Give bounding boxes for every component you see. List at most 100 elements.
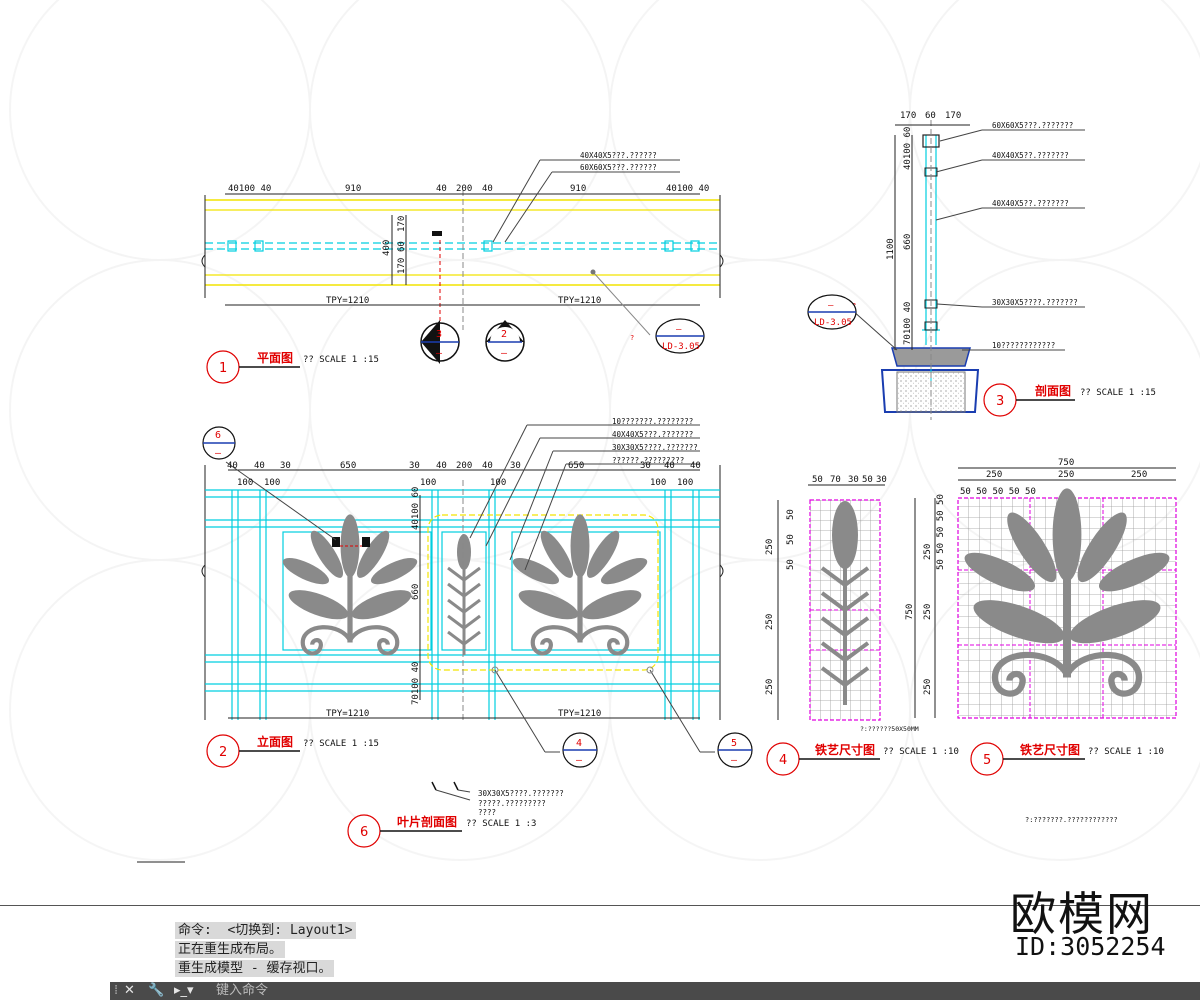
svg-text:?? SCALE 1 :15: ?? SCALE 1 :15 [1080,388,1156,398]
svg-text:—: — [215,448,222,459]
iron4-dim-50a: 50 [812,475,823,485]
plan-ld-reference[interactable]: ? — LD-3.05 [630,318,705,354]
elev-dim-40f: 40 [690,461,701,471]
svg-text:铁艺尺寸图: 铁艺尺寸图 [815,742,875,757]
elev-sub-100e: 100 [650,478,666,488]
iron4-dim-70: 70 [830,475,841,485]
section-title-block: 3 剖面图 ?? SCALE 1 :15 [983,383,1156,417]
svg-text:2: 2 [219,745,227,760]
iron5-dim-250c: 250 [1131,470,1147,480]
svg-text:?? SCALE 1 :10: ?? SCALE 1 :10 [1088,747,1164,757]
iron4-dim-250c: 250 [765,679,775,695]
leaf-section-detail [431,781,471,801]
plan-section-marker-2[interactable]: 2 — [485,320,525,362]
svg-text:4: 4 [779,753,787,768]
plan-section-marker-3[interactable]: 3 — [420,320,460,364]
elev-dim-40d: 40 [482,461,493,471]
plan-dim-170b: 170 [397,258,407,274]
elev-callout-4: ??????.????????? [612,456,684,465]
elev-sub-100a: 100 [237,478,253,488]
elev-dim-30b: 30 [409,461,420,471]
section-callout-5: 10???????????? [992,341,1055,350]
section-left-dims-bottom: 70100 40 [903,302,913,345]
wheat-motif [447,534,481,655]
iron5-title-block: 5 铁艺尺寸图 ?? SCALE 1 :10 [970,742,1164,776]
iron5-sub-dims: 50 50 50 50 50 [960,487,1036,497]
svg-text:3: 3 [996,394,1004,409]
iron5-dim-250-mid: 250 [923,604,933,620]
command-history-line-3: 重生成模型 - 缓存视口。 [175,960,335,977]
cad-drawing-canvas[interactable]: 40100 40 910 40 200 40 910 40100 40 170 … [0,0,1200,905]
command-input-bar[interactable]: ⁞ ✕ 🔧 ▸_▾ 键入命令 [110,982,1200,1000]
elev-callout-1: 10???????.???????? [612,417,693,426]
iron4-dim-30: 30 [848,475,859,485]
iron4-note: ?:??????50X50MM [860,725,919,733]
elev-tpy-right: TPY=1210 [558,709,601,719]
command-input[interactable]: 键入命令 [216,983,269,998]
iron5-left-sub: 50 50 50 50 50 [936,494,946,570]
elev-detail-marker-6[interactable]: 6 — [202,426,236,460]
elev-left-dims-top: 40100 60 [411,487,421,530]
command-history-line-1: 命令: <切换到: Layout1> [175,922,356,939]
iron-size-view-5 [914,467,1176,719]
svg-text:3: 3 [436,329,442,340]
iron5-dim-250-left: 250 [923,544,933,560]
section-callout-4: 30X30X5????.??????? [992,298,1078,307]
plan-tpy-right: TPY=1210 [558,296,601,306]
elev-left-dim-660: 660 [411,584,421,600]
plan-dim-400: 400 [382,240,392,256]
svg-text:剖面图: 剖面图 [1035,383,1071,398]
section-dim-60: 60 [925,111,936,121]
plan-dim-left-group: 40100 40 [228,184,271,194]
elev-dim-200: 200 [456,461,472,471]
section-ld-reference[interactable]: ? — LD-3.05 [807,294,857,330]
wrench-icon[interactable]: 🔧 [148,983,165,998]
plan-dim-40a: 40 [436,184,447,194]
svg-text:LD-3.05: LD-3.05 [814,318,852,328]
svg-text:4: 4 [576,738,582,749]
close-icon[interactable]: ✕ [124,983,135,998]
section-view [851,120,1085,420]
section-dim-170b: 170 [945,111,961,121]
iron5-dim-750-left: 750 [905,604,915,620]
elev-dim-40a: 40 [227,461,238,471]
iron4-title-block: 4 铁艺尺寸图 ?? SCALE 1 :10 [766,742,959,776]
section-dim-170a: 170 [900,111,916,121]
watermark-id: ID:3052254 [1015,932,1166,961]
command-history-line-2: 正在重生成布局。 [175,941,286,958]
iron5-dim-750: 750 [1058,458,1074,468]
svg-text:1: 1 [219,361,227,376]
elev-detail-marker-4[interactable]: 4 — [562,732,598,768]
svg-text:—: — [731,755,738,766]
iron5-dim-250-bot: 250 [923,679,933,695]
svg-text:—: — [436,348,443,359]
iron4-dim-250a: 250 [765,539,775,555]
svg-text:?: ? [630,334,634,342]
elev-detail-marker-5[interactable]: 5 — [717,732,753,768]
elev-sub-100d: 100 [490,478,506,488]
plan-dim-170a: 170 [397,216,407,232]
command-prompt-icon[interactable]: ▸_▾ [174,983,194,998]
plan-dim-40b: 40 [482,184,493,194]
plan-callout-40x40: 40X40X5???.?????? [580,151,657,160]
elev-sub-100c: 100 [420,478,436,488]
svg-text:立面图: 立面图 [257,734,293,749]
iron4-dim-30b: 30 [876,475,887,485]
elev-sub-100f: 100 [677,478,693,488]
watermark-arc [9,559,311,861]
svg-text:平面图: 平面图 [257,351,293,365]
svg-text:6: 6 [360,825,368,840]
section-callout-2: 40X40X5??.??????? [992,151,1069,160]
section-dim-1100: 1100 [886,238,896,260]
svg-text:?? SCALE 1 :15: ?? SCALE 1 :15 [303,739,379,749]
svg-text:5: 5 [983,753,991,768]
section-dim-660: 660 [903,234,913,250]
iron4-dim-50b-v: 50 [786,534,796,545]
watermark-arc [609,0,911,261]
watermark-logo: 欧模网 [1010,887,1154,941]
svg-text:?? SCALE 1 :10: ?? SCALE 1 :10 [883,747,959,757]
elev-dim-40e: 40 [664,461,675,471]
plan-callout-60x60: 60X60X5???.?????? [580,163,657,172]
section-callout-3: 40X40X5??.??????? [992,199,1069,208]
drag-handle-icon[interactable]: ⁞ [114,983,119,998]
